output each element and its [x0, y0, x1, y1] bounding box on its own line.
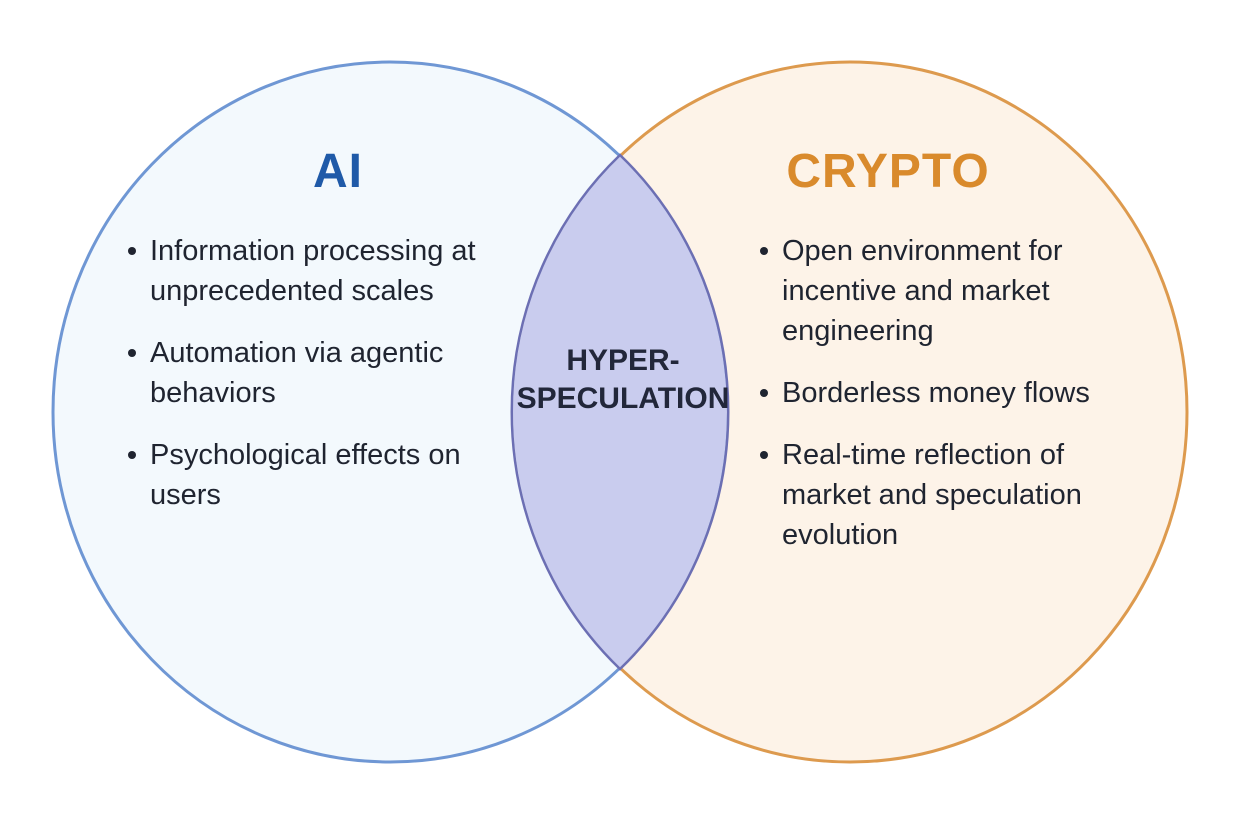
crypto-bullet-item: Real-time reflection of market and specu…: [758, 435, 1148, 555]
overlap-label-line2: SPECULATION: [516, 382, 730, 415]
ai-bullet-list: Information processing at unprecedented …: [126, 231, 516, 537]
overlap-outline: [510, 153, 730, 671]
crypto-set-title: CRYPTO: [786, 145, 990, 198]
ai-bullet-item: Automation via agentic behaviors: [126, 333, 516, 413]
crypto-bullet-item: Open environment for incentive and marke…: [758, 231, 1148, 351]
ai-bullet-item: Psychological effects on users: [126, 435, 516, 515]
ai-set-title: AI: [313, 145, 363, 198]
crypto-bullet-item: Borderless money flows: [758, 373, 1148, 413]
overlap-label-line1: HYPER-: [566, 344, 680, 377]
ai-bullet-item: Information processing at unprecedented …: [126, 231, 516, 311]
overlap-region: [513, 62, 727, 762]
crypto-bullet-list: Open environment for incentive and marke…: [758, 231, 1148, 577]
overlap-label: HYPER- SPECULATION: [497, 342, 749, 418]
